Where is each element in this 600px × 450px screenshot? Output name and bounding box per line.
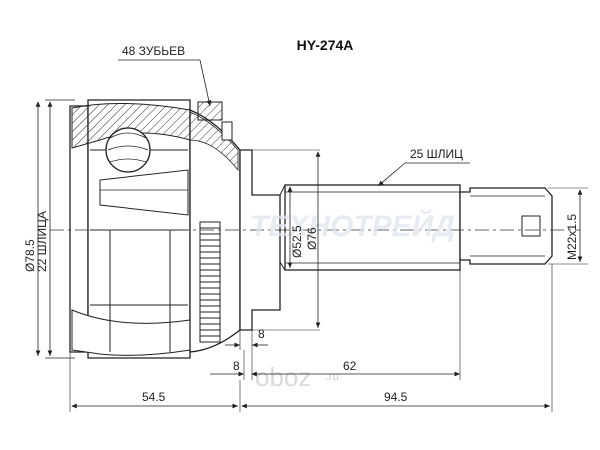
outer-diameter-label: Ø78.5 [23,239,37,272]
splines-label: 25 ШЛИЦ [410,147,463,161]
thread-label: M22x1.5 [565,214,579,260]
dim-width-ring [225,330,268,350]
abs-tone-ring [199,221,221,343]
watermark-brand: ТЕХНОТРЕЙД [250,208,455,243]
dim-thread [548,187,588,265]
callout-splines [377,162,470,187]
watermark-tld: .ru [325,369,339,383]
body-diameter-label: Ø76 [305,227,319,250]
callout-teeth [118,59,212,107]
width-ring2-label: 8 [233,359,240,373]
dim-shaft-length [210,270,461,380]
outer-housing [69,99,191,359]
seat-diameter-label: Ø52.5 [290,225,304,258]
teeth-label: 48 ЗУБЬЕВ [122,44,185,58]
dim-outer-diameter [35,99,75,359]
ball-bearing [105,127,151,173]
dim-seat-diameters [252,149,321,331]
width-ring-label: 8 [258,327,265,341]
watermark-site: oboz [255,362,311,392]
total-length-label: 94.5 [384,390,408,404]
threaded-end [459,187,553,265]
stub-shaft [239,149,553,331]
body-length-label: 54.5 [142,390,166,404]
part-number-title: HY-274A [297,37,354,53]
outer-splines-label: 22 ШЛИЦА [35,211,49,272]
spline-section [284,184,461,271]
dim-bottom-lengths [69,264,553,412]
shaft-length-label: 62 [343,359,357,373]
